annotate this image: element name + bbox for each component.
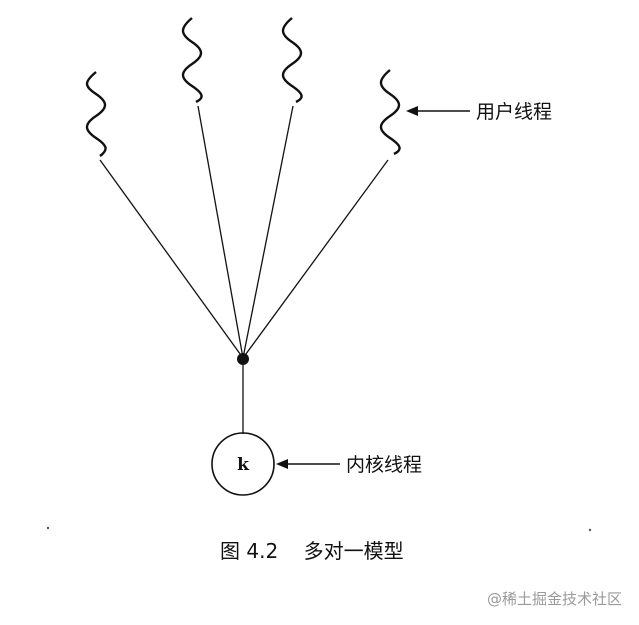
user-thread-1 [85, 71, 244, 359]
user-thread-4 [242, 69, 401, 359]
junction-dot [237, 353, 249, 365]
user-threads-annotation: 用户线程 [406, 101, 552, 123]
user-thread-2-squiggle [181, 17, 203, 104]
kernel-thread-letter: k [237, 455, 250, 475]
user-thread-2-link [197, 105, 244, 359]
figure-caption: 图 4.2 多对一模型 [220, 539, 404, 563]
kernel-thread-node: k [211, 432, 275, 496]
user-thread-4-squiggle [379, 69, 401, 156]
kernel-thread-annotation: 内核线程 [276, 454, 422, 476]
user-thread-1-squiggle [85, 71, 107, 157]
user-thread-3-link [242, 105, 294, 359]
kernel-thread-label: 内核线程 [346, 454, 422, 476]
user-thread-3 [242, 17, 303, 359]
user-threads-label: 用户线程 [476, 101, 552, 123]
scan-speck-2 [588, 528, 592, 532]
kernel-thread-arrow-head [276, 459, 288, 469]
watermark: @稀土掘金技术社区 [487, 590, 622, 608]
user-thread-4-link [242, 159, 389, 359]
user-threads-arrow-head [406, 106, 418, 116]
scan-speck-1 [46, 526, 50, 530]
kernel-thread-circle [211, 432, 275, 496]
user-thread-3-squiggle [281, 17, 303, 104]
user-thread-2 [181, 17, 244, 359]
user-thread-1-link [99, 159, 244, 359]
